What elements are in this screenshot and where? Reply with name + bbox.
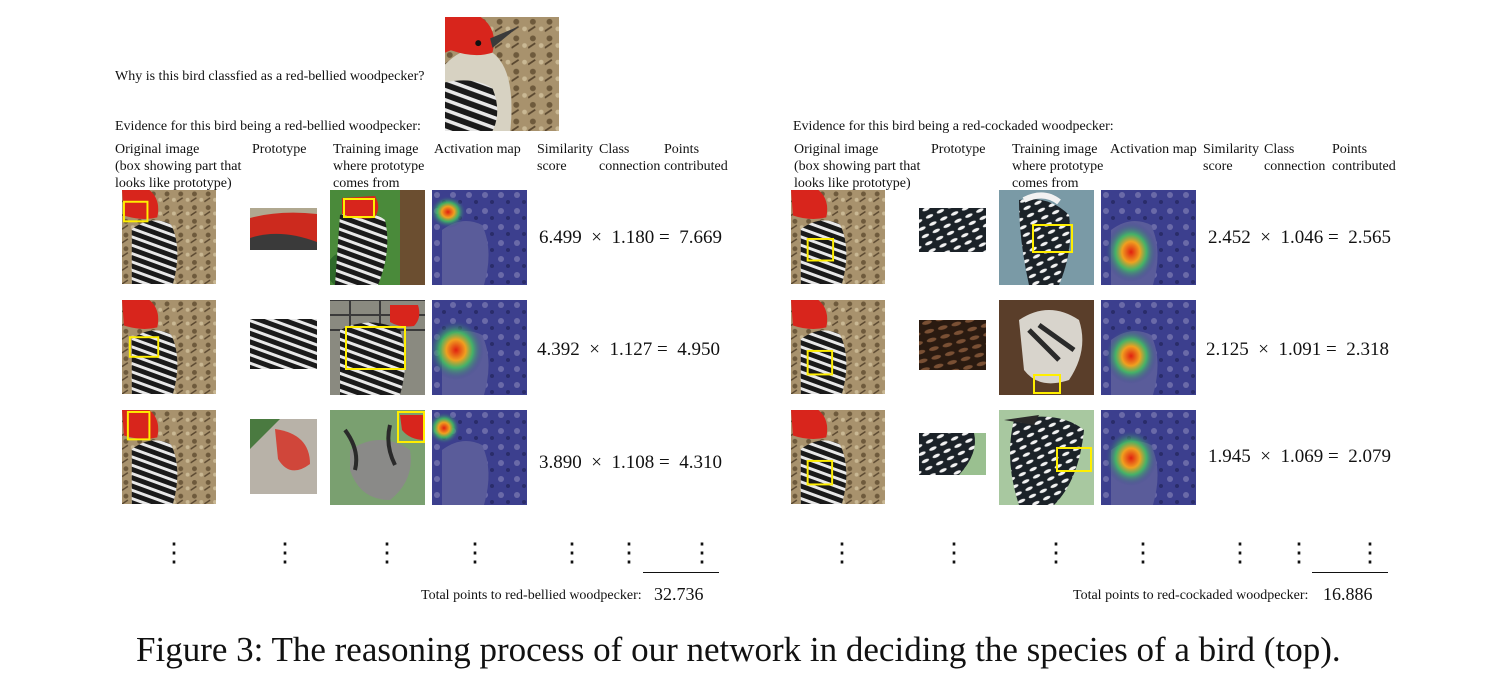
right-row3-equation: 1.945 × 1.069 = 2.079 [1208, 446, 1391, 468]
left-total-value: 32.736 [654, 584, 704, 604]
times-sign: × [591, 452, 602, 473]
left-header-points: Points contributed [664, 142, 728, 174]
similarity-score: 2.452 [1208, 227, 1251, 248]
similarity-score: 2.125 [1206, 339, 1249, 360]
equals-sign: = [656, 339, 668, 360]
times-sign: × [1260, 227, 1271, 248]
right-evidence-title: Evidence for this bird being a red-cocka… [793, 119, 1114, 134]
left-ellipsis-points: ⋮ [689, 538, 715, 567]
similarity-score: 1.945 [1208, 446, 1251, 467]
right-row1-original-image [791, 190, 885, 284]
right-header-original: Original image (box showing part that lo… [794, 142, 921, 191]
similarity-score: 3.890 [539, 452, 582, 473]
right-row2-equation: 2.125 × 1.091 = 2.318 [1206, 339, 1389, 361]
class-connection: 1.108 [611, 452, 655, 473]
left-row3-activation-map [432, 410, 527, 505]
left-ellipsis-training: ⋮ [374, 538, 400, 567]
query-bird-image [445, 17, 559, 131]
left-sum-rule [643, 572, 719, 573]
equals-sign: = [1327, 446, 1339, 467]
right-row2-original-image [791, 300, 885, 394]
right-sum-rule [1312, 572, 1388, 573]
right-header-activation: Activation map [1110, 142, 1197, 157]
points-contributed: 2.565 [1348, 227, 1391, 248]
points-contributed: 4.310 [679, 452, 722, 473]
left-ellipsis-similarity: ⋮ [559, 538, 585, 567]
right-row2-prototype [919, 320, 986, 370]
left-row3-training-image [330, 410, 425, 505]
similarity-score: 6.499 [539, 227, 582, 248]
left-row2-equation: 4.392 × 1.127 = 4.950 [537, 339, 720, 361]
times-sign: × [591, 227, 602, 248]
equals-sign: = [658, 452, 670, 473]
left-header-activation: Activation map [434, 142, 521, 157]
left-ellipsis-class: ⋮ [616, 538, 642, 567]
left-row1-prototype [250, 208, 317, 250]
left-evidence-title: Evidence for this bird being a red-belli… [115, 119, 421, 134]
right-row1-prototype [919, 208, 986, 252]
class-connection: 1.091 [1278, 339, 1322, 360]
left-row1-training-image [330, 190, 425, 285]
left-row1-equation: 6.499 × 1.180 = 7.669 [539, 227, 722, 249]
points-contributed: 4.950 [677, 339, 720, 360]
right-row3-activation-map [1101, 410, 1196, 505]
right-total-label: Total points to red-cockaded woodpecker: [1073, 588, 1309, 603]
right-row1-training-image [999, 190, 1094, 285]
right-total-value: 16.886 [1323, 584, 1373, 604]
left-row3-original-image [122, 410, 216, 504]
left-row3-prototype [250, 419, 317, 494]
left-header-training: Training image where prototype comes fro… [333, 142, 425, 191]
right-row1-activation-map [1101, 190, 1196, 285]
right-ellipsis-training: ⋮ [1043, 538, 1069, 567]
equals-sign: = [1325, 339, 1337, 360]
right-ellipsis-class: ⋮ [1286, 538, 1312, 567]
times-sign: × [1258, 339, 1269, 360]
right-ellipsis-activation: ⋮ [1130, 538, 1156, 567]
left-header-prototype: Prototype [252, 142, 307, 157]
right-ellipsis-prototype: ⋮ [941, 538, 967, 567]
points-contributed: 7.669 [679, 227, 722, 248]
times-sign: × [1260, 446, 1271, 467]
left-row2-activation-map [432, 300, 527, 395]
left-header-original: Original image (box showing part that lo… [115, 142, 242, 191]
right-header-similarity: Similarity score [1203, 142, 1259, 174]
left-ellipsis-original: ⋮ [161, 538, 187, 567]
points-contributed: 2.318 [1346, 339, 1389, 360]
left-ellipsis-prototype: ⋮ [272, 538, 298, 567]
similarity-score: 4.392 [537, 339, 580, 360]
left-row2-prototype [250, 319, 317, 369]
right-header-class: Class connection [1264, 142, 1326, 174]
right-header-training: Training image where prototype comes fro… [1012, 142, 1104, 191]
class-connection: 1.069 [1280, 446, 1324, 467]
right-ellipsis-points: ⋮ [1357, 538, 1383, 567]
equals-sign: = [658, 227, 670, 248]
right-row3-training-image [999, 410, 1094, 505]
left-ellipsis-activation: ⋮ [462, 538, 488, 567]
left-row3-equation: 3.890 × 1.108 = 4.310 [539, 452, 722, 474]
equals-sign: = [1327, 227, 1339, 248]
right-ellipsis-original: ⋮ [829, 538, 855, 567]
figure-caption: Figure 3: The reasoning process of our n… [136, 630, 1341, 669]
right-header-points: Points contributed [1332, 142, 1396, 174]
right-row3-prototype [919, 433, 986, 475]
right-ellipsis-similarity: ⋮ [1227, 538, 1253, 567]
right-row2-training-image [999, 300, 1094, 395]
class-connection: 1.046 [1280, 227, 1324, 248]
left-row1-original-image [122, 190, 216, 284]
left-header-class: Class connection [599, 142, 661, 174]
right-row2-activation-map [1101, 300, 1196, 395]
left-row2-original-image [122, 300, 216, 394]
class-connection: 1.180 [611, 227, 655, 248]
question-text: Why is this bird classfied as a red-bell… [115, 69, 425, 84]
right-header-prototype: Prototype [931, 142, 986, 157]
right-row3-original-image [791, 410, 885, 504]
left-row2-training-image [330, 300, 425, 395]
class-connection: 1.127 [609, 339, 653, 360]
left-row1-activation-map [432, 190, 527, 285]
times-sign: × [589, 339, 600, 360]
left-total-label: Total points to red-bellied woodpecker: [421, 588, 642, 603]
right-row1-equation: 2.452 × 1.046 = 2.565 [1208, 227, 1391, 249]
points-contributed: 2.079 [1348, 446, 1391, 467]
left-header-similarity: Similarity score [537, 142, 593, 174]
